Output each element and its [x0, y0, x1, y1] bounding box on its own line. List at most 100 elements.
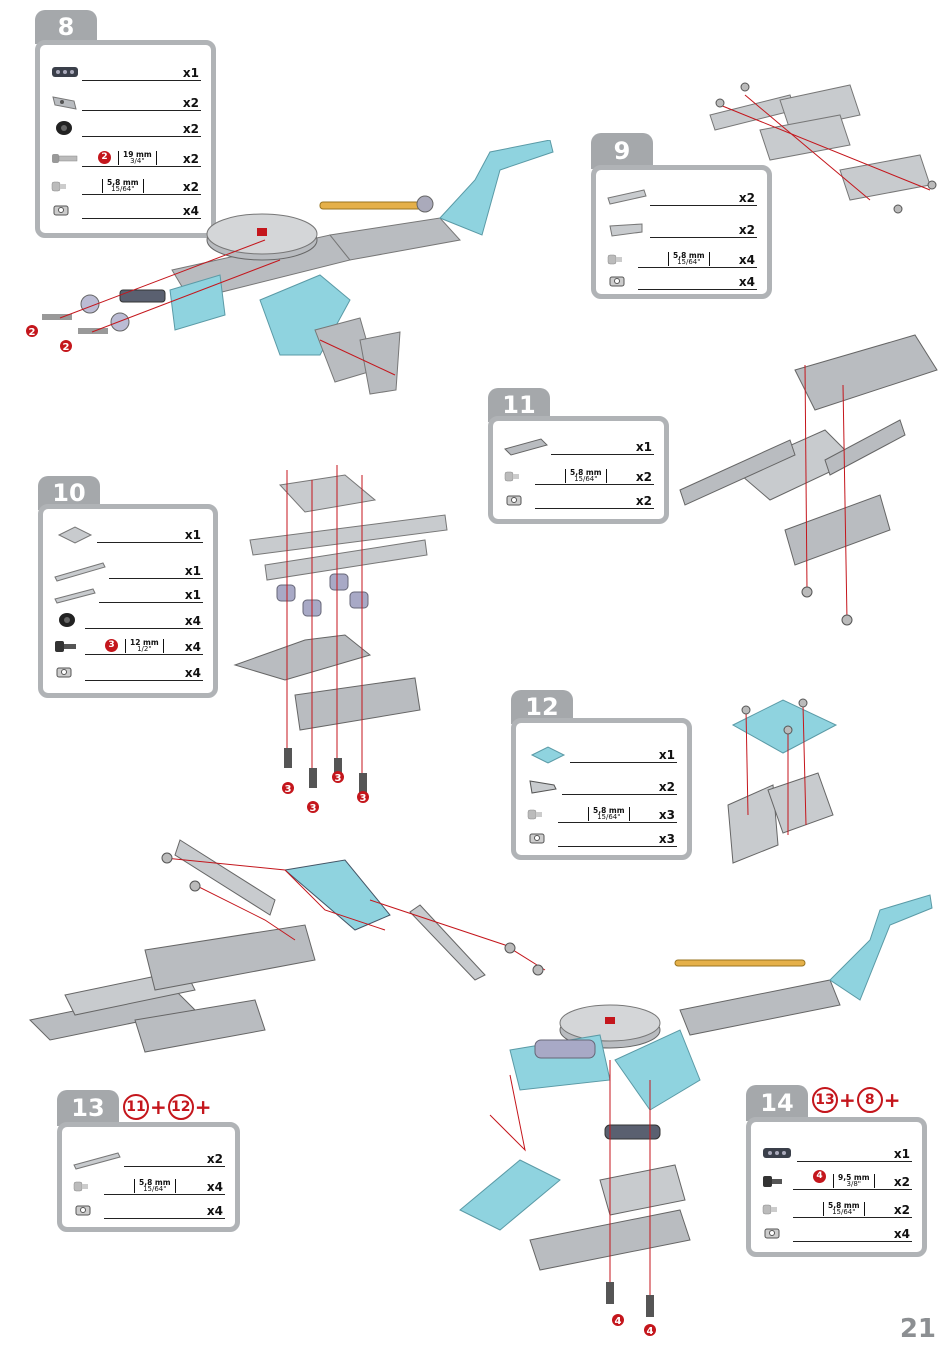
part-qty: x1: [183, 66, 199, 80]
square-plate-part-icon: [53, 523, 93, 547]
part-qty: x2: [636, 470, 652, 484]
bolt-callout: 2: [63, 342, 70, 353]
step-8-illustration: 2 2: [20, 140, 560, 410]
part-qty: x3: [659, 832, 675, 846]
long-strip-part-icon: [53, 559, 107, 583]
part-row: x4: [72, 1199, 225, 1223]
parts-list-box: x1 5,8 mm15/64" x2 x2: [488, 416, 669, 524]
step-number-tab: 14: [746, 1085, 808, 1121]
step-number-tab: 8: [35, 10, 97, 44]
part-qty: x1: [636, 440, 652, 454]
dark-strip-part-icon: [50, 61, 80, 83]
page-number: 21: [900, 1314, 936, 1344]
part-row: x1: [53, 523, 203, 547]
step-number-tab: 13: [57, 1090, 119, 1126]
part-row: x1: [503, 435, 654, 459]
spacer-part-icon: [50, 117, 80, 139]
dark-strip-part-icon: [761, 1142, 795, 1164]
nut-part-icon: [761, 1222, 791, 1244]
part-row: x2: [50, 117, 201, 141]
step-references: 11+12+: [123, 1094, 213, 1120]
part-qty: x1: [659, 748, 675, 762]
part-row: x1: [50, 61, 201, 85]
measurement: 5,8 mm15/64": [668, 252, 710, 266]
step-references: 13+8+: [812, 1087, 902, 1113]
part-qty: x4: [739, 275, 755, 289]
part-qty: x3: [659, 808, 675, 822]
bolt-size-badge: 4: [813, 1170, 826, 1183]
part-qty: x4: [894, 1227, 910, 1241]
step-number: 10: [52, 479, 85, 507]
part-row: x4: [53, 609, 203, 633]
part-qty: x1: [185, 528, 201, 542]
step-number: 12: [525, 693, 558, 721]
spacer-part-icon: [53, 609, 83, 631]
part-row: x2: [50, 91, 201, 115]
part-qty: x4: [185, 614, 201, 628]
step-number: 11: [502, 391, 535, 419]
part-row: x2: [72, 1147, 225, 1171]
u-channel-part-icon: [503, 435, 551, 459]
part-qty: x2: [636, 494, 652, 508]
part-qty: x4: [207, 1204, 223, 1218]
bolt-callout: 4: [615, 1316, 622, 1327]
part-qty: x2: [183, 96, 199, 110]
plus-sign: +: [884, 1088, 901, 1112]
part-row: 5,8 mm15/64" x4: [72, 1175, 225, 1199]
short-bolt-part-icon: [526, 803, 556, 825]
step-number: 14: [760, 1089, 793, 1117]
part-qty: x2: [207, 1152, 223, 1166]
part-qty: x4: [185, 640, 201, 654]
part-qty: x2: [183, 122, 199, 136]
flanged-plate-part-icon: [606, 186, 648, 208]
part-qty: x2: [659, 780, 675, 794]
step-number: 13: [71, 1094, 104, 1122]
nut-part-icon: [606, 270, 636, 292]
bolt-callout: 3: [335, 773, 342, 784]
step-number-tab: 9: [591, 133, 653, 169]
part-qty: x1: [185, 588, 201, 602]
measurement: 5,8 mm15/64": [134, 1179, 176, 1193]
part-qty: x2: [894, 1175, 910, 1189]
nut-part-icon: [72, 1199, 102, 1221]
teal-plate-part-icon: [526, 743, 566, 767]
bolt-callout: 3: [310, 803, 317, 814]
dark-bolt-part-icon: [761, 1170, 791, 1192]
bolt-size-badge: 3: [105, 639, 118, 652]
part-qty: x2: [739, 223, 755, 237]
step-12-illustration: [718, 685, 848, 870]
dark-bolt-part-icon: [53, 635, 83, 657]
step-ref-8: 8: [857, 1087, 883, 1113]
angle-bracket-part-icon: [526, 775, 560, 799]
measurement: 9,5 mm3/8": [833, 1174, 875, 1188]
step-ref-12: 12: [168, 1094, 194, 1120]
part-qty: x4: [207, 1180, 223, 1194]
part-row: x4: [53, 661, 203, 685]
step-10-illustration: 3 3 3 3: [225, 450, 460, 820]
plus-sign: +: [839, 1088, 856, 1112]
short-bolt-part-icon: [761, 1198, 791, 1220]
part-row: x1: [761, 1142, 912, 1166]
short-bolt-part-icon: [72, 1175, 102, 1197]
part-qty: x4: [185, 666, 201, 680]
bolt-callout: 3: [285, 784, 292, 795]
part-row: x4: [761, 1222, 912, 1246]
bolt-callout: 2: [29, 327, 36, 338]
step-number: 9: [614, 137, 631, 165]
measurement: 5,8 mm15/64": [565, 469, 607, 483]
bolt-callout: 3: [360, 793, 367, 804]
part-row: x1: [53, 583, 203, 607]
short-bolt-part-icon: [503, 465, 533, 487]
part-row: x2: [526, 775, 677, 799]
angle-bracket-part-icon: [50, 91, 80, 113]
